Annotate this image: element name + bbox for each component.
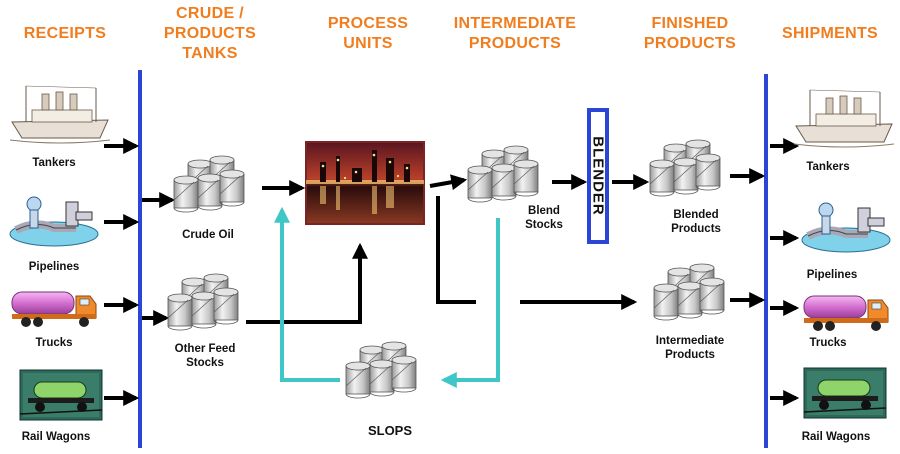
- header-process-units: PROCESS UNITS: [327, 15, 409, 52]
- shipment-truck-icon: [803, 295, 889, 332]
- arrow-process-to-blend: [429, 174, 468, 191]
- blender-box: BLENDER: [587, 108, 609, 244]
- arrow-blend-to-slops: [440, 218, 500, 388]
- label-blended-products: Blended Products: [671, 209, 721, 235]
- label-slops: SLOPS: [367, 423, 413, 438]
- shipment-label-rail-wagons: Rail Wagons: [801, 431, 871, 443]
- shipment-pipeline-icon: [802, 203, 890, 252]
- process-units-refinery-image: [305, 141, 425, 225]
- shipment-label-trucks: Trucks: [809, 337, 847, 349]
- label-crude-oil: Crude Oil: [182, 229, 234, 241]
- label-other-feed-stocks: Other Feed Stocks: [174, 343, 236, 369]
- shipment-label-pipelines: Pipelines: [806, 269, 858, 281]
- receipt-label-pipelines: Pipelines: [28, 261, 80, 273]
- header-finished-products: FINISHED PRODUCTS: [643, 15, 737, 52]
- header-intermediate-products: INTERMEDIATE PRODUCTS: [453, 15, 577, 52]
- receipt-label-rail-wagons: Rail Wagons: [21, 431, 91, 443]
- blended-products-tanks: [650, 140, 720, 196]
- other-feed-stocks-tanks: [168, 274, 238, 330]
- receipt-label-tankers: Tankers: [32, 157, 76, 169]
- header-shipments: SHIPMENTS: [781, 25, 879, 42]
- receipt-pipeline-icon: [10, 197, 98, 246]
- receipt-tanker-icon: [9, 85, 111, 144]
- label-blend-stocks: Blend Stocks: [525, 205, 563, 231]
- slops-tanks: [346, 342, 416, 398]
- arrow-process-to-intermediate: [436, 196, 476, 304]
- header-receipts: RECEIPTS: [23, 25, 107, 42]
- shipment-label-tankers: Tankers: [806, 161, 850, 173]
- receipt-railwagon-icon: [19, 369, 103, 421]
- label-intermediate-products: Intermediate Products: [655, 335, 725, 361]
- receipt-truck-icon: [11, 291, 97, 328]
- intermediate-products-tanks: [654, 264, 724, 320]
- shipment-tanker-icon: [793, 89, 895, 148]
- crude-oil-tanks: [174, 156, 244, 212]
- arrow-slops-to-process: [274, 206, 340, 382]
- blend-stocks-tanks: [468, 146, 538, 202]
- blender-label: BLENDER: [589, 136, 607, 216]
- arrow-feed-to-process: [246, 242, 368, 324]
- receipt-label-trucks: Trucks: [35, 337, 73, 349]
- header-crude-products-tanks: CRUDE / PRODUCTS TANKS: [163, 5, 257, 62]
- shipment-railwagon-icon: [803, 367, 887, 419]
